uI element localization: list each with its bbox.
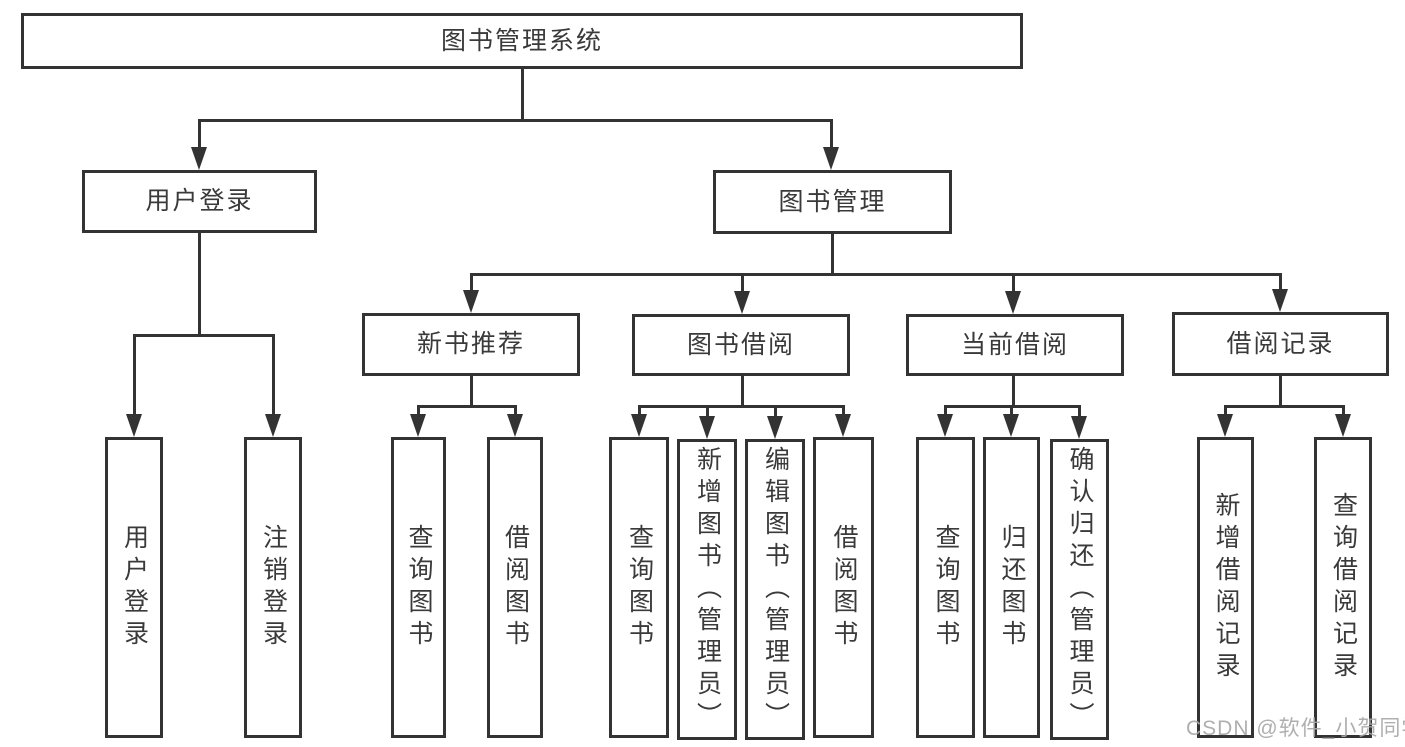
node-label-leaf-confirm-return: 确认归还（管理员） [1066, 445, 1094, 734]
node-label-leaf-edit-book: 编辑图书（管理员） [761, 445, 790, 734]
connector-segment [469, 374, 473, 408]
arrow-down-icon [1335, 414, 1351, 437]
arrow-down-icon [126, 414, 142, 437]
node-leaf-add-book: 新增图书（管理员） [677, 439, 737, 740]
arrow-down-icon [1005, 291, 1021, 314]
node-leaf-query-book-3: 查询图书 [916, 437, 975, 738]
arrow-shaft [1341, 404, 1345, 419]
arrow-shaft [705, 404, 709, 421]
node-label-book-mgmt: 图书管理 [778, 187, 887, 216]
arrow-shaft [132, 333, 136, 419]
node-leaf-query-book-2: 查询图书 [609, 437, 669, 738]
node-leaf-borrow-book-2: 借阅图书 [813, 437, 874, 738]
connector-segment [197, 118, 833, 122]
node-label-leaf-borrow-book-2: 借阅图书 [830, 523, 858, 652]
arrow-down-icon [767, 416, 783, 439]
connector-segment [1223, 404, 1345, 408]
arrow-down-icon [1217, 414, 1233, 437]
arrow-down-icon [835, 414, 851, 437]
arrow-down-icon [1003, 414, 1019, 437]
arrow-shaft [197, 118, 201, 152]
node-label-leaf-logout: 注销登录 [259, 523, 288, 652]
node-label-leaf-query-record: 查询借阅记录 [1329, 491, 1358, 684]
arrow-down-icon [410, 414, 426, 437]
node-leaf-query-record: 查询借阅记录 [1314, 437, 1372, 738]
arrow-down-icon [937, 414, 953, 437]
connector-segment [469, 272, 1282, 276]
node-leaf-return-book: 归还图书 [983, 437, 1040, 738]
node-book-borrow: 图书借阅 [632, 314, 850, 376]
node-label-current-borrow: 当前借阅 [960, 330, 1069, 359]
arrow-down-icon [507, 414, 523, 437]
arrow-shaft [637, 404, 641, 419]
node-label-leaf-query-book-2: 查询图书 [625, 523, 654, 652]
arrow-down-icon [265, 414, 281, 437]
arrow-down-icon [1071, 416, 1087, 439]
node-leaf-user-login: 用户登录 [105, 437, 163, 738]
arrow-down-icon [463, 290, 479, 313]
arrow-shaft [841, 404, 845, 419]
arrow-shaft [1223, 404, 1227, 419]
node-label-leaf-add-book: 新增图书（管理员） [693, 445, 722, 734]
arrow-down-icon [1272, 289, 1288, 312]
node-user-login-group: 用户登录 [82, 170, 317, 233]
arrow-down-icon [699, 416, 715, 439]
arrow-down-icon [191, 147, 207, 170]
arrow-shaft [943, 404, 947, 419]
arrow-shaft [1077, 404, 1081, 421]
arrow-shaft [1011, 272, 1015, 296]
node-label-user-login-group: 用户登录 [145, 187, 254, 215]
node-label-book-borrow: 图书借阅 [686, 330, 795, 359]
connector-segment [197, 231, 201, 337]
arrow-shaft [416, 404, 420, 419]
arrow-shaft [829, 118, 833, 152]
node-root: 图书管理系统 [21, 13, 1023, 69]
arrow-shaft [740, 272, 744, 296]
arrow-shaft [513, 404, 517, 419]
connector-segment [830, 232, 834, 276]
connector-segment [520, 67, 524, 122]
watermark: CSDN @软件_小贺同学 [1186, 717, 1405, 740]
node-leaf-edit-book: 编辑图书（管理员） [745, 439, 805, 740]
node-label-root: 图书管理系统 [440, 26, 603, 55]
connector-segment [740, 374, 744, 408]
arrow-down-icon [734, 291, 750, 314]
node-current-borrow: 当前借阅 [906, 314, 1124, 376]
node-leaf-query-book-1: 查询图书 [391, 437, 446, 738]
node-leaf-logout: 注销登录 [244, 437, 302, 738]
node-new-book-rec: 新书推荐 [362, 313, 580, 376]
arrow-down-icon [823, 147, 839, 170]
arrow-shaft [469, 272, 473, 295]
arrow-shaft [271, 333, 275, 419]
arrow-shaft [773, 404, 777, 421]
node-label-new-book-rec: 新书推荐 [416, 330, 525, 358]
node-label-leaf-add-record: 新增借阅记录 [1212, 491, 1240, 684]
arrow-shaft [1278, 272, 1282, 294]
node-label-leaf-query-book-1: 查询图书 [405, 523, 433, 652]
node-leaf-confirm-return: 确认归还（管理员） [1050, 439, 1109, 740]
node-leaf-add-record: 新增借阅记录 [1197, 437, 1254, 738]
connector-segment [132, 333, 275, 337]
node-label-leaf-user-login: 用户登录 [120, 523, 149, 652]
connector-segment [1278, 374, 1282, 408]
node-label-leaf-return-book: 归还图书 [998, 523, 1026, 652]
node-label-leaf-borrow-book-1: 借阅图书 [501, 523, 530, 652]
node-label-borrow-records: 借阅记录 [1226, 329, 1335, 358]
arrow-shaft [1009, 404, 1013, 419]
node-borrow-records: 借阅记录 [1172, 312, 1389, 376]
node-book-mgmt: 图书管理 [713, 170, 952, 234]
connector-segment [1011, 374, 1015, 408]
connector-segment [637, 404, 845, 408]
arrow-down-icon [631, 414, 647, 437]
node-leaf-borrow-book-1: 借阅图书 [487, 437, 543, 738]
node-label-leaf-query-book-3: 查询图书 [932, 523, 960, 652]
connector-segment [416, 404, 517, 408]
